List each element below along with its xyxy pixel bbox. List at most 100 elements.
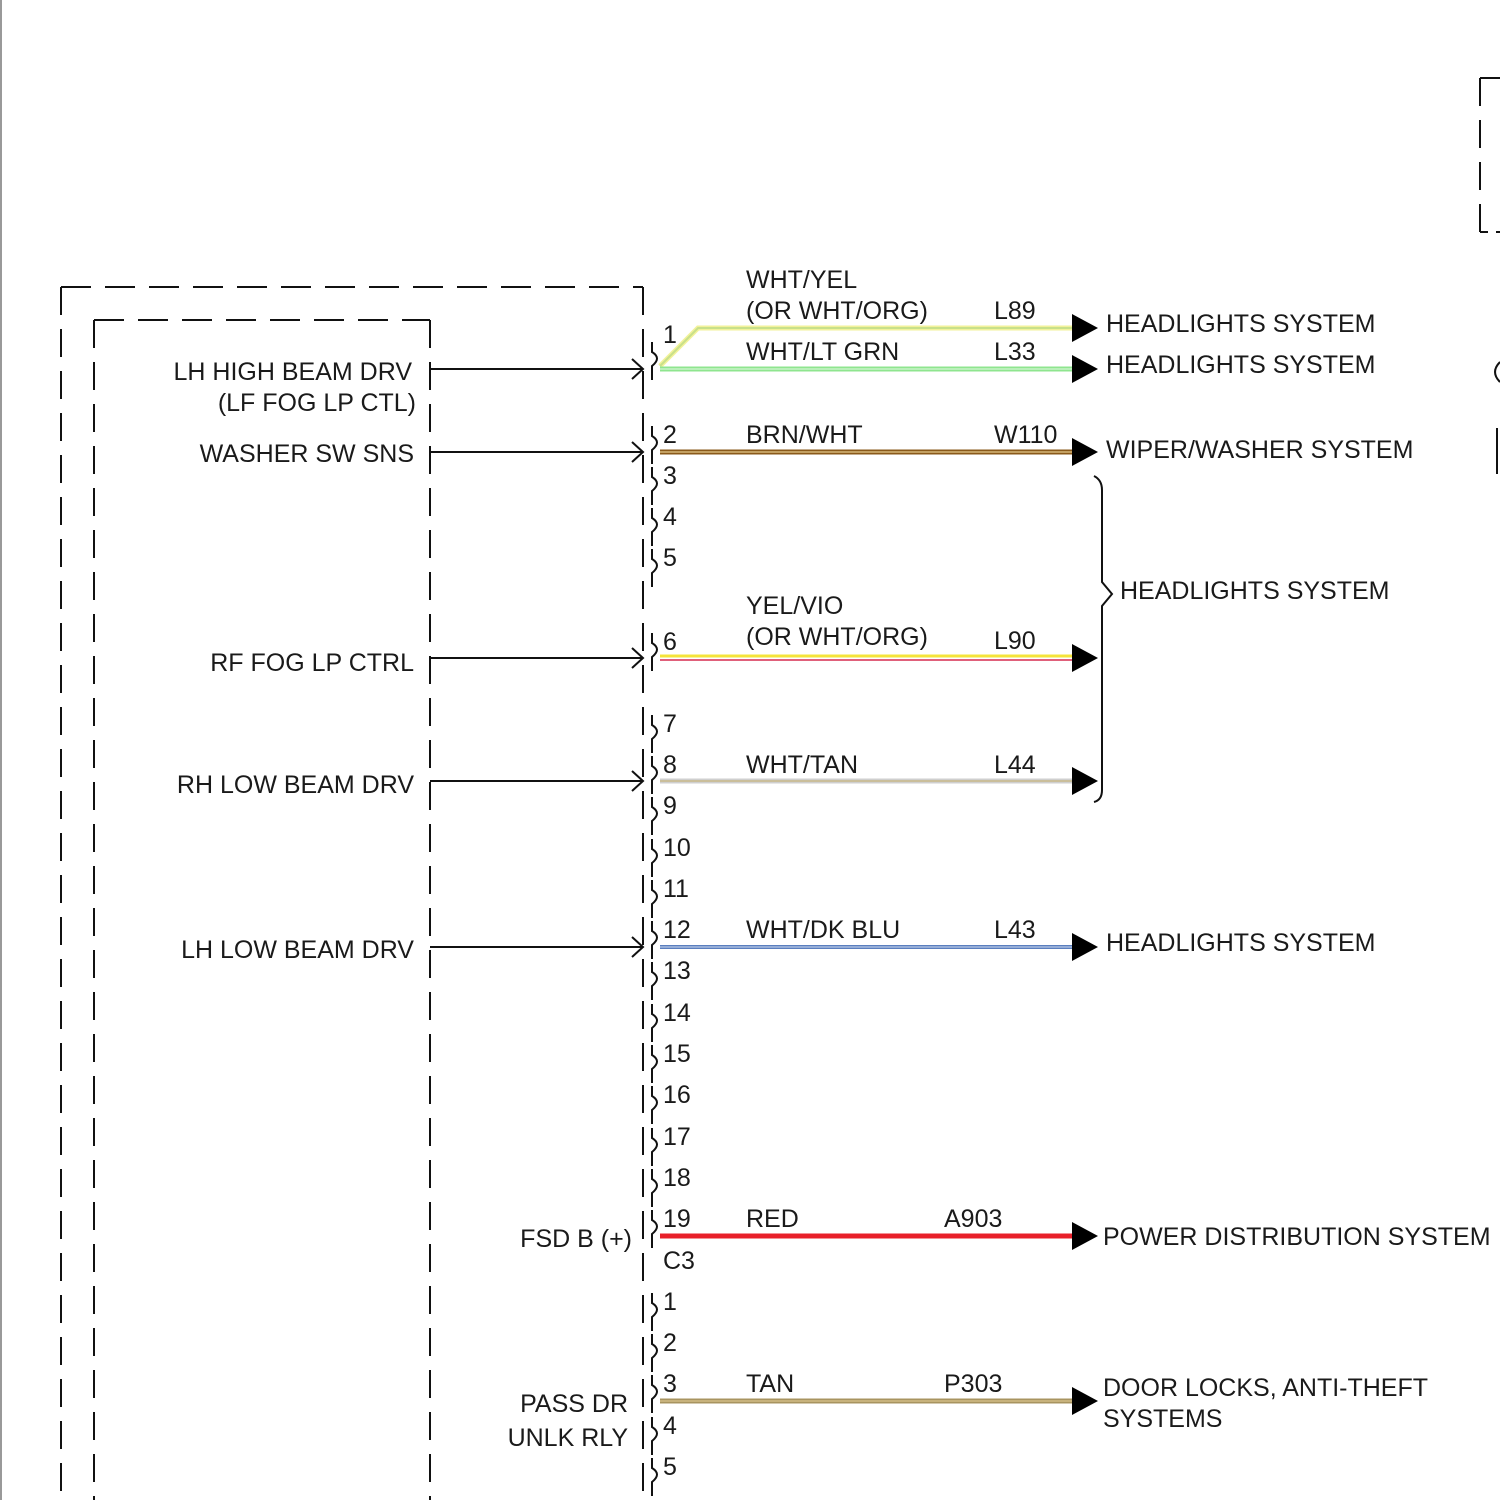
wire-color-l89-alt: (OR WHT/ORG) xyxy=(746,297,928,325)
connector-cavity xyxy=(652,508,657,546)
connector-cavity xyxy=(652,1458,657,1496)
destination-labels: HEADLIGHTS SYSTEM HEADLIGHTS SYSTEM WIPE… xyxy=(1103,310,1491,1433)
connector-cavity xyxy=(652,467,657,505)
c3-pin-19: 19 xyxy=(663,1205,691,1233)
wire-color-labels: WHT/YEL (OR WHT/ORG) WHT/LT GRN BRN/WHT … xyxy=(746,266,928,1398)
connector-cavity xyxy=(652,715,657,753)
connector-cavity xyxy=(652,1293,657,1331)
connector-cavity xyxy=(652,1128,657,1166)
c3-pin-3: 3 xyxy=(663,462,677,490)
arrow-l90 xyxy=(1072,644,1098,672)
c3-pin-6: 6 xyxy=(663,628,677,656)
circuit-l33: L33 xyxy=(994,338,1036,366)
connector-cavity xyxy=(652,1045,657,1083)
connector-cavity xyxy=(652,633,657,671)
arrow-w110 xyxy=(1072,438,1098,466)
arrowheads xyxy=(1072,314,1098,1415)
connector-cavity xyxy=(652,921,657,959)
c3-pin-12: 12 xyxy=(663,916,691,944)
arrow-a903 xyxy=(1072,1222,1098,1250)
c3-pin-13: 13 xyxy=(663,957,691,985)
lower-pin-5: 5 xyxy=(663,1453,677,1481)
c3-pin-8: 8 xyxy=(663,751,677,779)
arrow-p303 xyxy=(1072,1387,1098,1415)
pin-label-rf-fog: RF FOG LP CTRL xyxy=(210,649,414,677)
lower-pin-2: 2 xyxy=(663,1329,677,1357)
circuit-l90: L90 xyxy=(994,627,1036,655)
c3-pin-4: 4 xyxy=(663,503,677,531)
lower-pin-4: 4 xyxy=(663,1412,677,1440)
wire-color-l90-alt: (OR WHT/ORG) xyxy=(746,623,928,651)
lower-pin-1: 1 xyxy=(663,1288,677,1316)
connector-cavity xyxy=(652,839,657,877)
dest-l89: HEADLIGHTS SYSTEM xyxy=(1106,310,1376,338)
circuit-l44: L44 xyxy=(994,751,1036,779)
c3-pin-5: 5 xyxy=(663,544,677,572)
dest-l43: HEADLIGHTS SYSTEM xyxy=(1106,929,1376,957)
connector-lower-pins: 1 2 3 4 5 xyxy=(663,1288,677,1481)
connector-cavity xyxy=(652,880,657,918)
pin-label-pass-dr: PASS DR xyxy=(520,1390,628,1418)
connector-cavity xyxy=(652,342,657,380)
dest-a903: POWER DISTRIBUTION SYSTEM xyxy=(1103,1223,1491,1251)
wire-color-p303: TAN xyxy=(746,1370,794,1398)
connector-cavity xyxy=(652,426,657,464)
dest-p303: DOOR LOCKS, ANTI-THEFT xyxy=(1103,1374,1428,1402)
wire-color-l44: WHT/TAN xyxy=(746,751,858,779)
c3-pin-18: 18 xyxy=(663,1164,691,1192)
destination-bracket xyxy=(1094,476,1112,802)
connector-cavity xyxy=(652,1004,657,1042)
connector-cavity xyxy=(652,549,657,587)
pin-label-washer-sw: WASHER SW SNS xyxy=(200,440,414,468)
c3-pin-7: 7 xyxy=(663,710,677,738)
connector-cavity xyxy=(652,1169,657,1207)
connector-c3-pins: 1 2 3 4 5 6 7 8 9 10 11 12 13 14 15 16 1… xyxy=(663,321,695,1275)
dest-bracket: HEADLIGHTS SYSTEM xyxy=(1120,577,1390,605)
arrow-l44 xyxy=(1072,767,1098,795)
internal-lines xyxy=(430,359,643,957)
wire-color-l33: WHT/LT GRN xyxy=(746,338,899,366)
dest-w110: WIPER/WASHER SYSTEM xyxy=(1106,436,1413,464)
c3-pin-2: 2 xyxy=(663,421,677,449)
lower-pin-3: 3 xyxy=(663,1370,677,1398)
c3-pin-15: 15 xyxy=(663,1040,691,1068)
circuit-l43: L43 xyxy=(994,916,1036,944)
wire-color-a903: RED xyxy=(746,1205,799,1233)
connector-cavity xyxy=(652,756,657,794)
connector-body xyxy=(652,342,657,1496)
connector-cavity xyxy=(652,1375,657,1413)
connector-cavity xyxy=(652,1334,657,1372)
arrow-l33 xyxy=(1072,355,1098,383)
wire-color-l43: WHT/DK BLU xyxy=(746,916,900,944)
dest-l33: HEADLIGHTS SYSTEM xyxy=(1106,351,1376,379)
connector-cavity xyxy=(652,1210,657,1248)
module-pin-labels: LH HIGH BEAM DRV (LF FOG LP CTL) WASHER … xyxy=(174,358,632,1452)
pin-label-fsd-b: FSD B (+) xyxy=(520,1225,632,1253)
wires xyxy=(660,328,1072,1401)
wire-l90 xyxy=(660,656,1072,660)
c3-pin-10: 10 xyxy=(663,834,691,862)
c3-pin-1: 1 xyxy=(663,321,677,349)
circuit-p303: P303 xyxy=(944,1370,1002,1398)
connector-name-c3: C3 xyxy=(663,1247,695,1275)
c3-pin-9: 9 xyxy=(663,792,677,820)
connector-cavity xyxy=(652,1086,657,1124)
partial-component-box xyxy=(1480,78,1500,474)
module-inner-box xyxy=(94,320,430,1500)
module-outer-box xyxy=(61,287,643,1500)
connector-cavity xyxy=(652,1417,657,1455)
c3-pin-14: 14 xyxy=(663,999,691,1027)
connector-cavity xyxy=(652,962,657,1000)
wire-color-l90: YEL/VIO xyxy=(746,592,843,620)
connector-cavity xyxy=(652,797,657,835)
circuit-l89: L89 xyxy=(994,297,1036,325)
c3-pin-11: 11 xyxy=(663,875,689,903)
pin-label-lh-high-beam-sub: (LF FOG LP CTL) xyxy=(218,389,416,417)
circuit-labels: L89 L33 W110 L90 L44 L43 A903 P303 xyxy=(944,297,1057,1398)
circuit-a903: A903 xyxy=(944,1205,1002,1233)
wire-color-w110: BRN/WHT xyxy=(746,421,863,449)
wire-color-l89: WHT/YEL xyxy=(746,266,857,294)
arrow-l89 xyxy=(1072,314,1098,342)
pin-label-lh-high-beam: LH HIGH BEAM DRV xyxy=(174,358,413,386)
